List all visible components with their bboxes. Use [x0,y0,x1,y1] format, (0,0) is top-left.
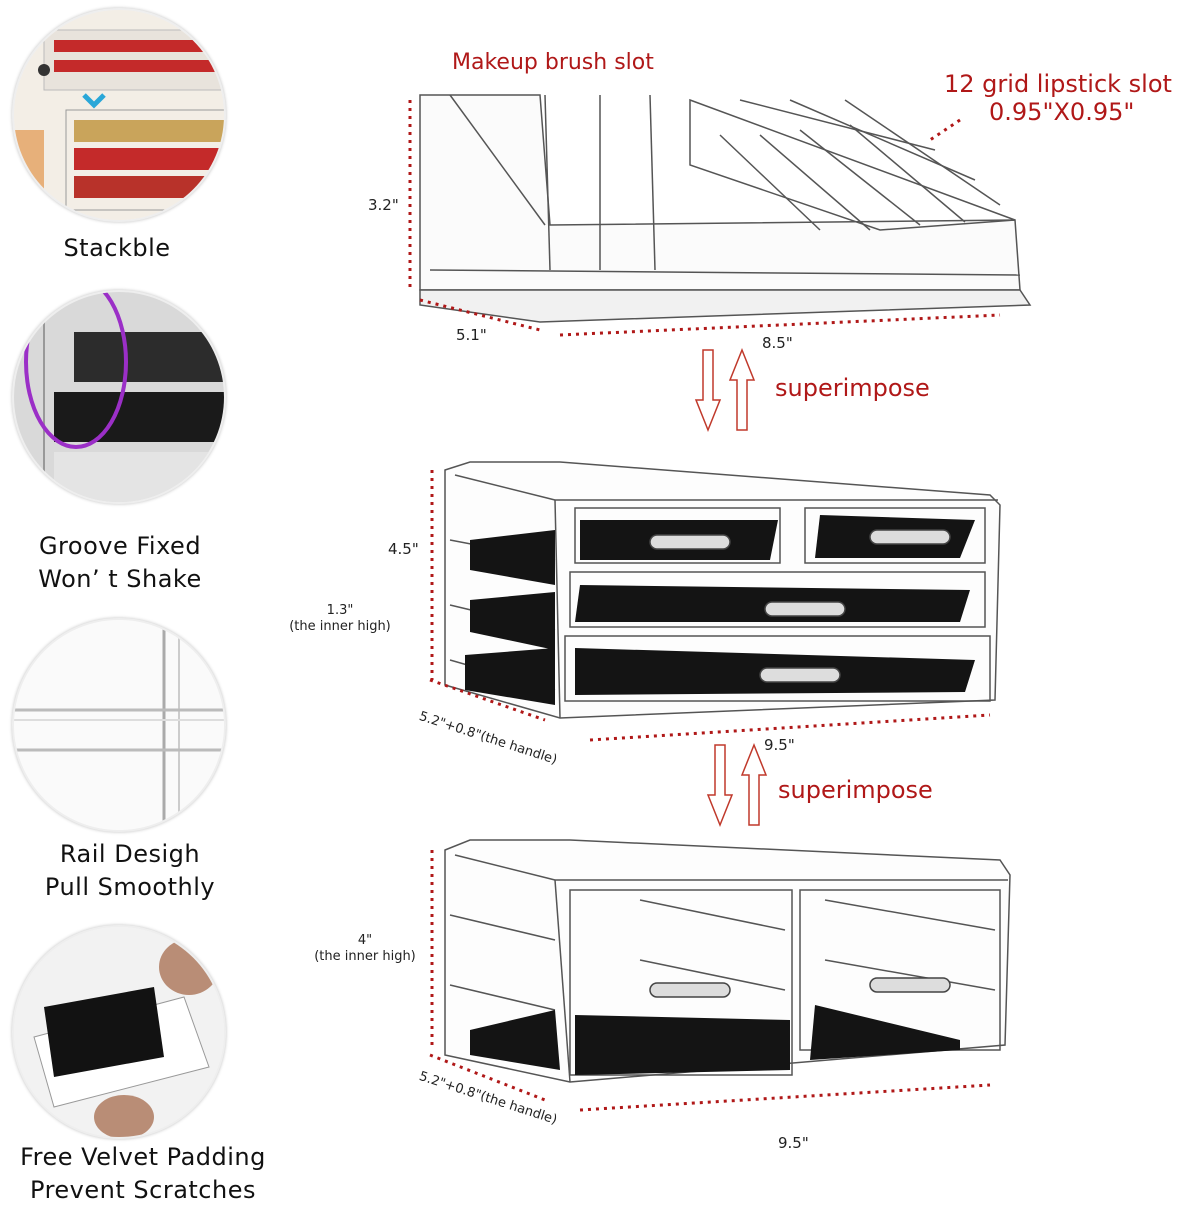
bottom-inner-high-label: (the inner high) [314,949,416,964]
top-height-label: 3.2" [368,196,399,214]
velvet-illustration [14,927,224,1137]
middle-inner-high-label: (the inner high) [289,619,391,634]
bottom-inner-high-value: 4" [357,933,373,948]
makeup-brush-slot-label: Makeup brush slot [452,50,654,75]
middle-inner-high: 1.3" (the inner high) [265,603,415,635]
feature-label-groove-line1: Groove Fixed [38,532,202,560]
feature-label-stackable: Stackble [0,232,247,265]
velvet-photo [12,925,226,1139]
middle-tier-handles [649,529,951,683]
stackable-illustration [14,10,224,220]
feature-label-stackable-line1: Stackble [63,234,171,262]
rail-photo [12,618,226,832]
stackable-photo [12,8,226,222]
bottom-inner-high: 4" (the inner high) [290,933,440,965]
feature-label-groove: Groove Fixed Won’ t Shake [0,530,250,596]
dimension-lines [408,100,1001,1112]
bottom-tier-handles [649,977,951,998]
feature-label-velvet: Free Velvet Padding Prevent Scratches [13,1141,273,1207]
lipstick-slot-line1: 12 grid lipstick slot [944,70,1172,98]
rail-illustration [14,620,224,830]
feature-label-velvet-line2: Prevent Scratches [30,1176,256,1204]
lipstick-slot-label: 12 grid lipstick slot 0.95"X0.95" [944,70,1172,126]
top-width-label: 8.5" [762,334,793,352]
feature-label-rail-line1: Rail Desigh [59,840,201,868]
top-width-dimline [559,313,1001,337]
bottom-width-label: 9.5" [778,1134,809,1152]
superimpose-label-2: superimpose [778,776,933,804]
feature-label-groove-line2: Won’ t Shake [38,565,202,593]
groove-illustration [14,292,224,502]
middle-inner-high-value: 1.3" [326,603,354,618]
lipstick-slot-line2: 0.95"X0.95" [989,98,1135,126]
bottom-width-dimline [579,1083,991,1112]
groove-photo [12,290,226,504]
superimpose-arrows-1 [694,347,756,433]
top-tier-organizer [419,94,1032,323]
feature-label-rail-line2: Pull Smoothly [44,873,216,901]
bottom-tier-velvet [470,1005,960,1075]
middle-height-label: 4.5" [388,540,419,558]
middle-tier-velvet [465,515,975,705]
middle-width-dimline [589,713,991,742]
superimpose-label-1: superimpose [775,374,930,402]
middle-width-label: 9.5" [764,736,795,754]
superimpose-arrows-2 [706,742,768,828]
lipstick-pointer-line [929,118,961,142]
feature-label-rail: Rail Desigh Pull Smoothly [0,838,260,904]
top-depth-label: 5.1" [456,326,487,344]
feature-label-velvet-line1: Free Velvet Padding [20,1143,266,1171]
